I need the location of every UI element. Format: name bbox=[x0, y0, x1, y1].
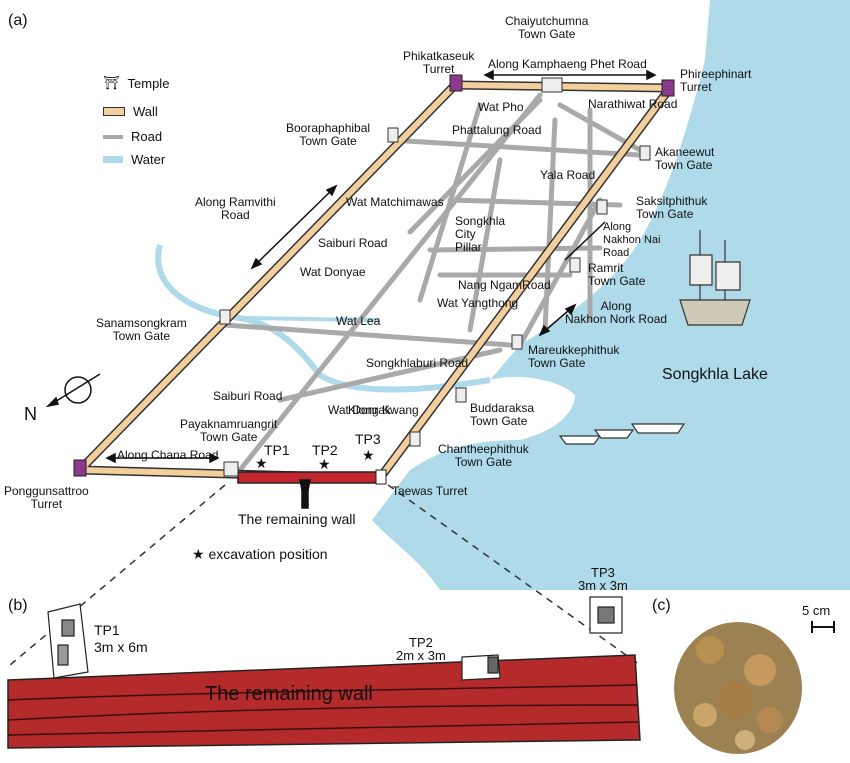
gate-payak: Payaknamruangrit Town Gate bbox=[180, 417, 278, 444]
tp2-detail-label: TP2 2m x 3m bbox=[396, 635, 446, 663]
tp3-star-icon: ★ bbox=[362, 447, 375, 463]
road-klong: Klong Kwang bbox=[348, 403, 419, 417]
tp3-detail-label: TP3 3m x 3m bbox=[578, 565, 628, 593]
gate-mareuk: Mareukkephithuk Town Gate bbox=[528, 343, 620, 370]
temple-donyae: Wat Donyae bbox=[300, 265, 366, 279]
remaining-wall-label: The remaining wall bbox=[238, 511, 356, 527]
north-compass bbox=[45, 373, 101, 408]
road-saiburi-1: Saiburi Road bbox=[318, 236, 388, 250]
gate-markers bbox=[219, 77, 651, 477]
road-phattalung: Phattalung Road bbox=[452, 123, 542, 137]
temple-icon: ⛩ bbox=[103, 75, 120, 90]
star-icon: ★ bbox=[192, 546, 205, 562]
panel-label-b: (b) bbox=[8, 597, 28, 614]
road-ramvithi: Along Ramvithi Road bbox=[195, 195, 276, 222]
city-pillar: Songkhla City Pillar bbox=[455, 214, 506, 254]
legend-temple: ⛩Temple bbox=[103, 75, 170, 91]
legend-water: Water bbox=[103, 152, 165, 167]
temple-pho: Wat Pho bbox=[478, 100, 524, 114]
tp2-map-label: TP2 bbox=[312, 442, 338, 458]
wall-swatch bbox=[103, 107, 125, 116]
road-songkhlaburi: Songkhlaburi Road bbox=[366, 356, 469, 370]
temple-lea: Wat Lea bbox=[336, 314, 381, 328]
gate-buddar: Buddaraksa Town Gate bbox=[470, 401, 535, 428]
klong-canal bbox=[155, 244, 491, 393]
gate-chanth: Chantheephithuk Town Gate bbox=[438, 442, 529, 469]
boats bbox=[558, 423, 686, 445]
water-swatch bbox=[103, 156, 123, 163]
turret-ponggun: Ponggunsattroo Turret bbox=[4, 484, 89, 511]
turret-phikat: Phikatkaseuk Turret bbox=[403, 49, 475, 76]
gate-ramrit: Ramrit Town Gate bbox=[588, 261, 646, 288]
soil-sample-photo bbox=[674, 622, 802, 754]
tp3-pit bbox=[589, 596, 623, 634]
road-arrows bbox=[105, 69, 657, 509]
road-chana: Along Chana Road bbox=[117, 448, 219, 462]
road-saiburi-2: Saiburi Road bbox=[213, 389, 283, 403]
turret-taewas: Taewas Turret bbox=[392, 484, 468, 498]
tp3-map-label: TP3 bbox=[355, 431, 381, 447]
wall-section-label: The remaining wall bbox=[205, 683, 373, 705]
excavation-legend: ★ excavation position bbox=[192, 546, 328, 562]
panel-label-a: (a) bbox=[8, 12, 28, 29]
songkhla-lake bbox=[372, 0, 850, 590]
road-nakhon-nork: Along Nakhon Nork Road bbox=[565, 299, 668, 326]
gate-saksit: Saksitphithuk Town Gate bbox=[636, 194, 708, 221]
turret-markers bbox=[73, 74, 675, 485]
tp1-detail-label: TP1 3m x 6m bbox=[94, 622, 148, 655]
ship-illustration bbox=[679, 230, 751, 326]
temple-donrak: Wat Donrak bbox=[328, 403, 391, 417]
turret-phiree: Phireephinart Turret bbox=[680, 67, 752, 94]
legend-wall: Wall bbox=[103, 104, 158, 119]
tp2-pit bbox=[461, 654, 501, 681]
road-kamphaeng: Along Kamphaeng Phet Road bbox=[488, 57, 647, 71]
road-nakhon-nai: Along Nakhon Nai Road bbox=[603, 221, 661, 259]
panel-label-c: (c) bbox=[652, 597, 671, 614]
road-nangngam: Nang NgamRoad bbox=[458, 278, 551, 292]
tp1-map-label: TP1 bbox=[264, 442, 290, 458]
tp1-star-icon: ★ bbox=[255, 455, 268, 471]
scale-bar bbox=[811, 621, 835, 633]
road-yala: Yala Road bbox=[540, 168, 596, 182]
scale-label: 5 cm bbox=[802, 603, 831, 618]
tp1-pit bbox=[47, 603, 89, 679]
gate-booraph: Booraphaphibal Town Gate bbox=[286, 121, 371, 148]
north-label: N bbox=[24, 404, 37, 424]
legend-road: Road bbox=[103, 129, 162, 144]
lake-label: Songkhla Lake bbox=[662, 366, 768, 383]
temple-matchimawas: Wat Matchimawas bbox=[346, 195, 444, 209]
road-swatch bbox=[103, 134, 123, 139]
gate-chaiyut: Chaiyutchumna Town Gate bbox=[505, 14, 589, 41]
gate-akanee: Akaneewut Town Gate bbox=[655, 145, 715, 172]
tp2-star-icon: ★ bbox=[318, 456, 331, 472]
gate-sanam: Sanamsongkram Town Gate bbox=[96, 316, 187, 343]
road-narathiwat: Narathiwat Road bbox=[588, 97, 678, 111]
temple-yangthong: Wat Yangthong bbox=[437, 296, 519, 310]
